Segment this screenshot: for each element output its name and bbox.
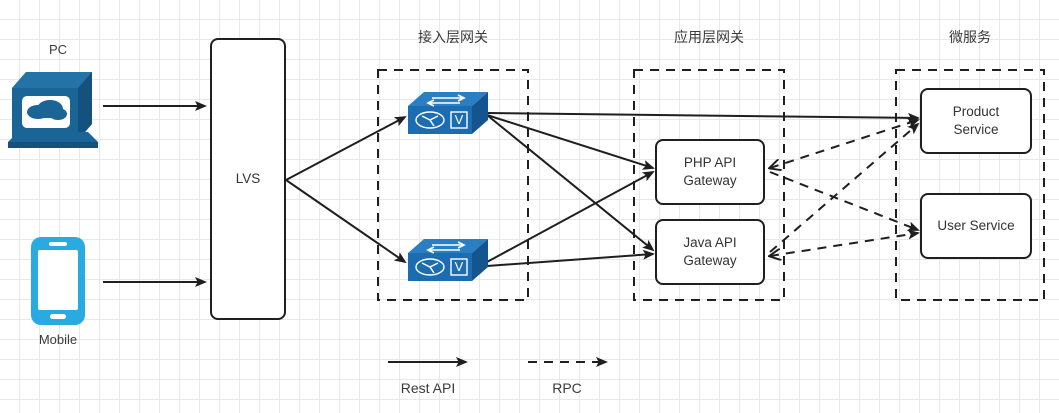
java-api-gateway-node[interactable]: Java API Gateway: [655, 219, 765, 285]
edge-php-gateway-to-product-service: [770, 120, 918, 168]
client-label-mobile: Mobile: [38, 332, 78, 347]
java-api-gateway-label-line1: Java API: [683, 235, 737, 250]
edge-switch-top-to-java-gateway: [486, 114, 655, 252]
edge-java-gateway-to-user-service: [770, 233, 918, 256]
php-api-gateway-label-line1: PHP API: [683, 155, 737, 170]
client-label-pc: PC: [48, 42, 68, 57]
smartphone-icon: [30, 236, 86, 326]
product-service-label-line2: Service: [953, 122, 999, 137]
php-api-gateway-label-line2: Gateway: [683, 173, 737, 188]
group-boundary-microservice: [895, 69, 1045, 301]
lvs-node[interactable]: LVS: [210, 38, 286, 320]
legend-label-rest-api: Rest API: [400, 380, 456, 396]
svg-text:V: V: [455, 112, 464, 127]
edge-php-gateway-to-user-service: [769, 171, 920, 232]
edge-switch-bottom-to-java-gateway: [486, 249, 655, 267]
lvs-node-label: LVS: [235, 171, 261, 186]
group-title-microservice: 微服务: [949, 29, 991, 45]
edge-switch-top-to-product-service: [486, 112, 920, 123]
user-service-label: User Service: [937, 218, 1015, 233]
desktop-computer-icon: [8, 62, 100, 148]
group-title-access-gateway: 接入层网关: [418, 29, 488, 45]
network-switch-icon-bottom[interactable]: V: [408, 235, 488, 283]
edge-switch-bottom-to-php-gateway: [486, 171, 655, 263]
network-switch-icon-top[interactable]: V: [408, 88, 488, 136]
edge-switch-top-to-php-gateway: [486, 114, 655, 170]
edge-lvs-to-switch-bottom: [285, 179, 407, 264]
java-api-gateway-label-line2: Gateway: [683, 253, 737, 268]
edge-lvs-to-switch-top: [285, 116, 407, 181]
php-api-gateway-node[interactable]: PHP API Gateway: [655, 139, 765, 205]
product-service-node[interactable]: Product Service: [920, 88, 1032, 154]
group-boundary-access-gateway: [377, 69, 529, 301]
group-boundary-app-gateway: [633, 69, 785, 301]
product-service-label-line1: Product: [952, 104, 1000, 119]
svg-text:V: V: [455, 259, 464, 274]
user-service-node[interactable]: User Service: [920, 193, 1032, 259]
group-title-app-gateway: 应用层网关: [674, 29, 744, 45]
legend-label-rpc: RPC: [552, 380, 582, 396]
